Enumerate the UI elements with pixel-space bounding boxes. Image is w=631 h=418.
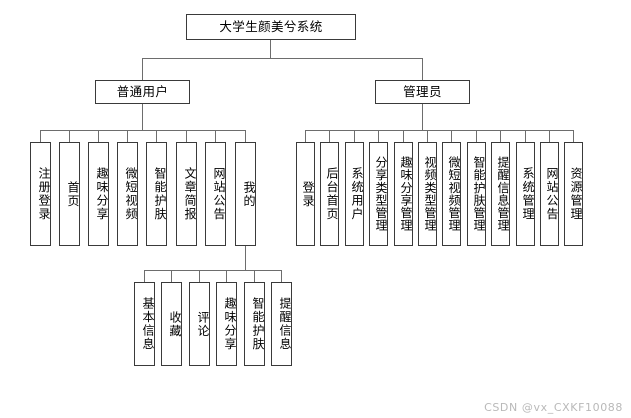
leaf-node-mine-smart-skincare: 智能护肤 xyxy=(244,282,265,366)
connector-drop-r4 xyxy=(378,130,379,142)
connector-drop-l3 xyxy=(98,130,99,142)
connector-drop-r7 xyxy=(451,130,452,142)
connector-administrator-bus xyxy=(305,130,573,131)
leaf-node-admin-dashboard: 后台首页 xyxy=(320,142,339,246)
connector-drop-m2 xyxy=(171,270,172,282)
connector-drop-m5 xyxy=(254,270,255,282)
connector-administrator-stem xyxy=(422,104,423,130)
connector-drop-r6 xyxy=(427,130,428,142)
connector-drop-m3 xyxy=(199,270,200,282)
leaf-node-smart-skincare-mgmt: 智能护肤管理 xyxy=(467,142,486,246)
connector-drop-r8 xyxy=(476,130,477,142)
leaf-node-reminder-info-mgmt: 提醒信息管理 xyxy=(491,142,510,246)
leaf-node-resource-mgmt: 资源管理 xyxy=(564,142,583,246)
leaf-node-basic-info: 基本信息 xyxy=(134,282,155,366)
leaf-node-article-brief: 文章简报 xyxy=(176,142,197,246)
leaf-node-mine-reminder-info: 提醒信息 xyxy=(271,282,292,366)
csdn-watermark: CSDN @vx_CXKF10088 xyxy=(484,401,623,414)
leaf-node-admin-login: 登录 xyxy=(296,142,315,246)
connector-drop-l1 xyxy=(40,130,41,142)
connector-drop-m1 xyxy=(144,270,145,282)
leaf-node-micro-video: 微短视频 xyxy=(117,142,138,246)
connector-drop-l7 xyxy=(215,130,216,142)
leaf-node-site-notice: 网站公告 xyxy=(205,142,226,246)
leaf-node-system-users: 系统用户 xyxy=(345,142,364,246)
leaf-node-admin-site-notice: 网站公告 xyxy=(540,142,559,246)
connector-level2-bus xyxy=(142,58,423,59)
leaf-node-fun-share: 趣味分享 xyxy=(88,142,109,246)
connector-drop-l5 xyxy=(156,130,157,142)
connector-regular-user-stem xyxy=(142,104,143,130)
connector-drop-r2 xyxy=(329,130,330,142)
connector-drop-l8 xyxy=(245,130,246,142)
leaf-node-system-mgmt: 系统管理 xyxy=(516,142,535,246)
leaf-node-micro-video-mgmt: 微短视频管理 xyxy=(442,142,461,246)
connector-drop-r1 xyxy=(305,130,306,142)
connector-drop-r12 xyxy=(573,130,574,142)
connector-drop-r9 xyxy=(500,130,501,142)
root-node-system: 大学生颜美兮系统 xyxy=(186,14,356,40)
branch-node-regular-user: 普通用户 xyxy=(95,80,190,104)
connector-drop-m4 xyxy=(226,270,227,282)
branch-node-administrator: 管理员 xyxy=(375,80,470,104)
connector-drop-r5 xyxy=(403,130,404,142)
leaf-node-video-type-mgmt: 视频类型管理 xyxy=(418,142,437,246)
leaf-node-smart-skincare: 智能护肤 xyxy=(146,142,167,246)
connector-drop-l4 xyxy=(127,130,128,142)
connector-mine-stem xyxy=(245,246,246,270)
connector-drop-regular-user xyxy=(142,58,143,80)
connector-drop-r10 xyxy=(525,130,526,142)
connector-drop-m6 xyxy=(281,270,282,282)
connector-regular-user-bus xyxy=(40,130,245,131)
connector-drop-r11 xyxy=(549,130,550,142)
leaf-node-home: 首页 xyxy=(59,142,80,246)
leaf-node-favorites: 收藏 xyxy=(161,282,182,366)
connector-root-stem xyxy=(270,40,271,58)
leaf-node-fun-share-mgmt: 趣味分享管理 xyxy=(394,142,413,246)
connector-drop-l6 xyxy=(186,130,187,142)
leaf-node-share-type-mgmt: 分享类型管理 xyxy=(369,142,388,246)
leaf-node-mine-fun-share: 趣味分享 xyxy=(216,282,237,366)
connector-mine-bus xyxy=(144,270,281,271)
connector-drop-r3 xyxy=(354,130,355,142)
leaf-node-comments: 评论 xyxy=(189,282,210,366)
connector-drop-administrator xyxy=(422,58,423,80)
connector-drop-l2 xyxy=(69,130,70,142)
leaf-node-mine: 我的 xyxy=(235,142,256,246)
leaf-node-register-login: 注册登录 xyxy=(30,142,51,246)
